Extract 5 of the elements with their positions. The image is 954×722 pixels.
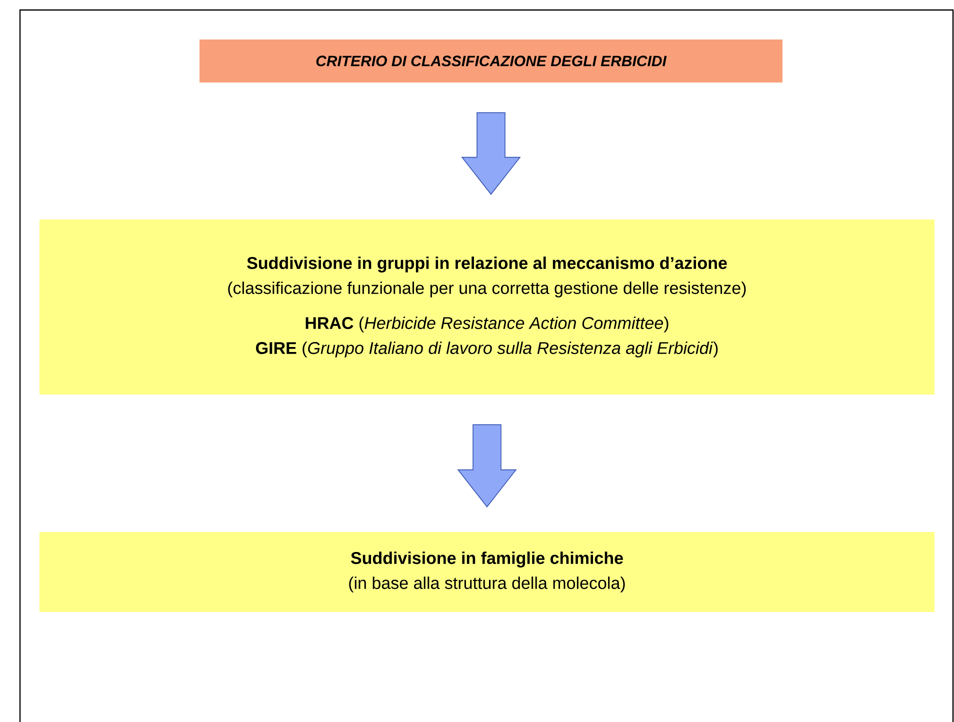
text-box: Suddivisione in famiglie chimiche (in base alla struttura della molecola) (40, 532, 934, 612)
block-arrow (461, 112, 521, 195)
block-arrow (457, 424, 517, 508)
title-box: CRITERIO DI CLASSIFICAZIONE DEGLI ERBICIDI (200, 40, 782, 82)
text-box: Suddivisione in gruppi in relazione al meccanismo d’azione (classificazione funzionale per una corretta gestione delle resistenze) HRAC (Herbicide Resistance Action Committee) GIRE (Gruppo Italiano di lavoro sulla Resistenza agli Erbicidi) (40, 220, 934, 394)
